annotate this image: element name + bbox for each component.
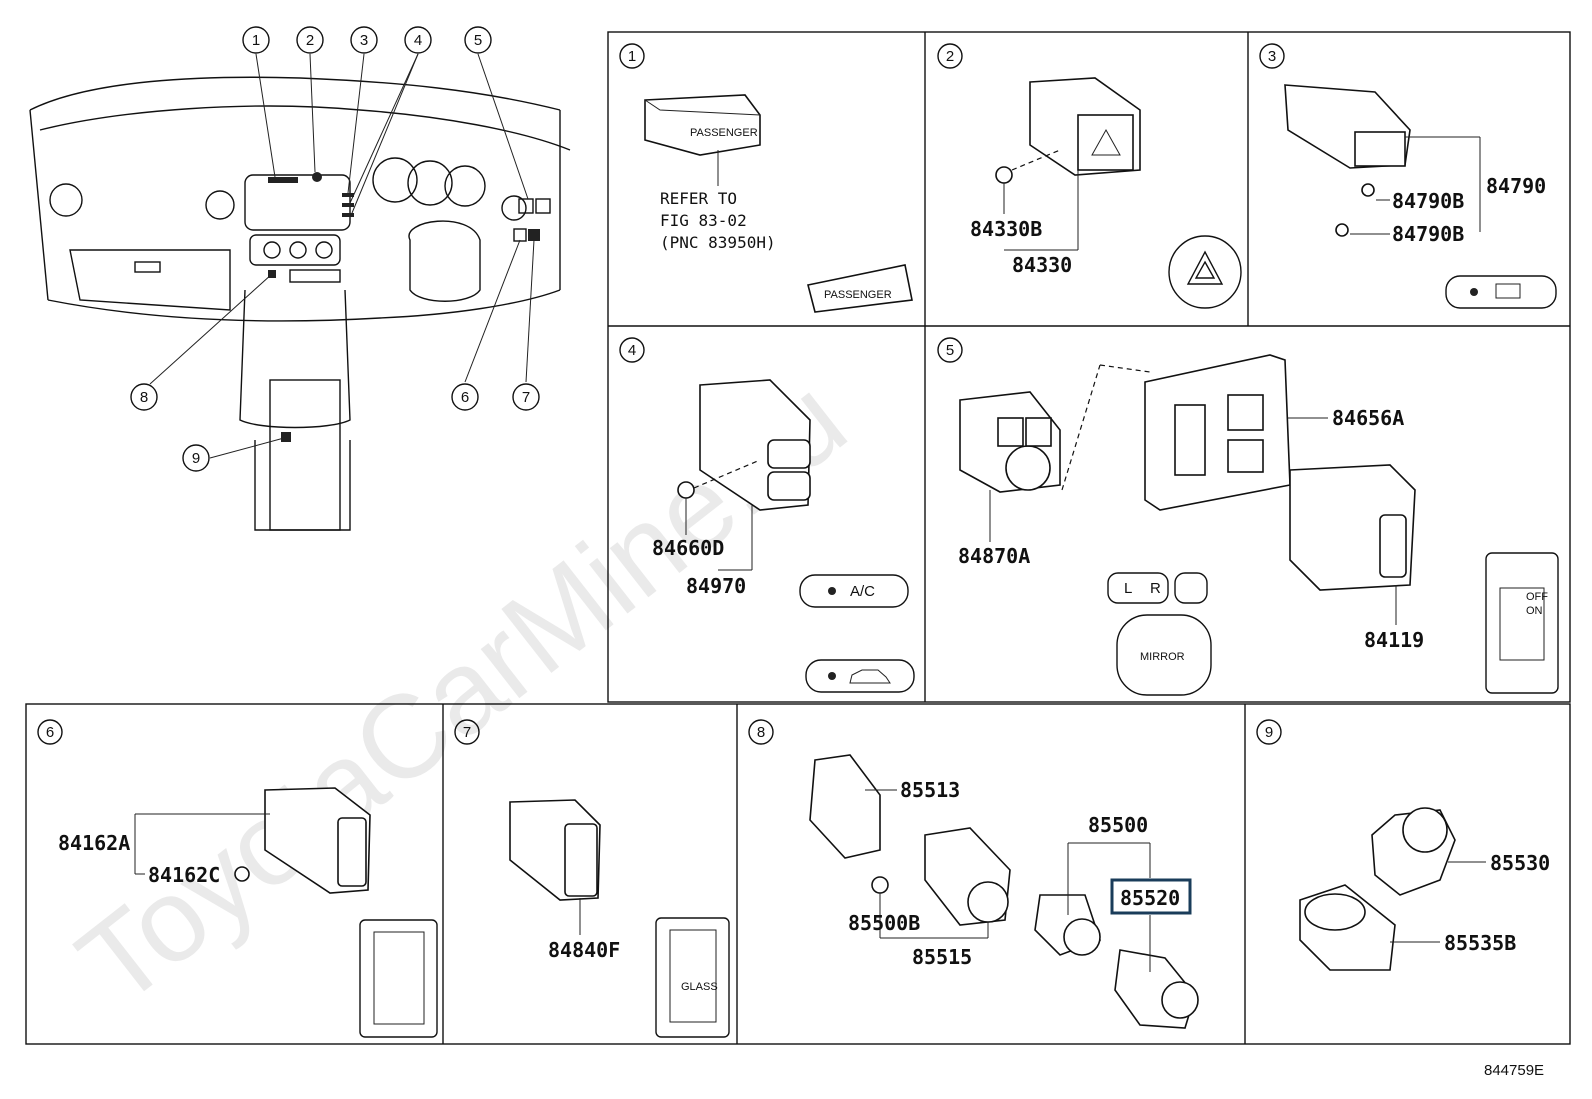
- note-line-2: FIG 83-02: [660, 211, 747, 230]
- svg-text:8: 8: [757, 724, 765, 741]
- figure-id: 844759E: [1484, 1062, 1544, 1079]
- clip-84790B-upper: [1361, 183, 1375, 197]
- pn-84330: 84330: [1012, 253, 1072, 277]
- pn-84162C: 84162C: [148, 863, 220, 887]
- pn-84790B-2: 84790B: [1392, 222, 1464, 246]
- svg-text:MIRROR: MIRROR: [1140, 651, 1185, 663]
- callout-3: 3: [350, 26, 378, 54]
- dashboard-overview: [29, 53, 571, 531]
- part-label-passenger: PASSENGER: [690, 127, 758, 139]
- pn-84870A: 84870A: [958, 544, 1030, 568]
- svg-text:9: 9: [1265, 724, 1273, 741]
- callout-7: 7: [512, 383, 540, 411]
- svg-text:GLASS: GLASS: [681, 981, 718, 993]
- panel-9: 9 85530 85535B: [1256, 719, 1550, 971]
- pn-84330B: 84330B: [970, 217, 1042, 241]
- panel-3: 3 84790B 84790B 84790: [1259, 43, 1557, 309]
- panel-6: 6 84162A 84162C: [37, 719, 438, 1038]
- pn-85500: 85500: [1088, 813, 1148, 837]
- legend-dimmer: [1485, 552, 1559, 694]
- pn-84840F: 84840F: [548, 938, 620, 962]
- panel-8: 8 85513 85500B 85515 85500 85520: [748, 719, 1199, 1029]
- pn-84790: 84790: [1486, 174, 1546, 198]
- note-line-1: REFER TO: [660, 189, 737, 208]
- legend-hazard: [1168, 235, 1242, 309]
- legend-recirc: [805, 659, 915, 693]
- panel-2: 2 84330B 84330: [937, 43, 1242, 309]
- pn-85535B: 85535B: [1444, 931, 1516, 955]
- clip-84790B-lower: [1335, 223, 1349, 237]
- pn-84790B-1: 84790B: [1392, 189, 1464, 213]
- svg-text:OFF: OFF: [1526, 591, 1548, 603]
- pn-84970: 84970: [686, 574, 746, 598]
- overview-callouts: 1 2 3 4 5 6 7 8 9: [130, 26, 540, 472]
- svg-text:3: 3: [1268, 48, 1276, 65]
- svg-text:7: 7: [463, 724, 471, 741]
- callout-4: 4: [404, 26, 432, 54]
- clip-84162C: [234, 866, 250, 882]
- panel-grid: [25, 31, 1571, 1045]
- svg-text:1: 1: [252, 32, 260, 49]
- legend-glass: [655, 917, 730, 1038]
- pn-84162A: 84162A: [58, 831, 130, 855]
- svg-text:6: 6: [461, 389, 469, 406]
- bracket-85513: [809, 754, 881, 859]
- svg-text:4: 4: [414, 32, 422, 49]
- clip-84660D: [677, 481, 695, 499]
- pn-85520: 85520: [1120, 886, 1180, 910]
- callout-5: 5: [464, 26, 492, 54]
- panel-7: 7 84840F GLASS: [454, 719, 730, 1038]
- legend-fold: [1174, 572, 1208, 604]
- panel-4: 4 84660D 84970 A/C: [619, 337, 915, 693]
- callout-6: 6: [451, 383, 479, 411]
- legend-mirror: [1116, 614, 1212, 696]
- svg-text:2: 2: [306, 32, 314, 49]
- callout-8: 8: [130, 383, 158, 411]
- callout-9: 9: [182, 444, 210, 472]
- callout-1: 1: [242, 26, 270, 54]
- pn-85515: 85515: [912, 945, 972, 969]
- pn-84656A: 84656A: [1332, 406, 1404, 430]
- screw-85500B: [871, 876, 889, 894]
- svg-text:2: 2: [946, 48, 954, 65]
- legend-ac: [799, 574, 909, 608]
- svg-text:9: 9: [192, 450, 200, 467]
- svg-text:R: R: [1150, 580, 1161, 597]
- svg-text:PASSENGER: PASSENGER: [824, 289, 892, 301]
- pn-84660D: 84660D: [652, 536, 724, 560]
- highlight-box-85520: [1110, 878, 1192, 915]
- svg-text:1: 1: [628, 48, 636, 65]
- bezel-84656A: [1144, 354, 1291, 511]
- svg-text:A/C: A/C: [850, 583, 875, 600]
- panel-5: 5 84870A 84656A 84119 L R MIRROR OFF ON: [937, 337, 1559, 696]
- clip-84330B: [995, 166, 1013, 184]
- legend-passenger: [807, 264, 913, 313]
- panel-1: 1 PASSENGER REFER TO FIG 83-02 (PNC 8395…: [619, 43, 913, 313]
- legend-defogger: [1445, 275, 1557, 309]
- pn-84119: 84119: [1364, 628, 1424, 652]
- svg-text:5: 5: [946, 342, 954, 359]
- svg-text:3: 3: [360, 32, 368, 49]
- svg-text:L: L: [1124, 580, 1132, 597]
- svg-text:7: 7: [522, 389, 530, 406]
- svg-text:6: 6: [46, 724, 54, 741]
- passenger-indicator-part: [644, 94, 761, 156]
- svg-text:ON: ON: [1526, 605, 1543, 617]
- legend-lr: [1107, 572, 1169, 604]
- note-line-3: (PNC 83950H): [660, 233, 776, 252]
- svg-text:8: 8: [140, 389, 148, 406]
- svg-text:5: 5: [474, 32, 482, 49]
- callout-2: 2: [296, 26, 324, 54]
- svg-text:4: 4: [628, 342, 636, 359]
- pn-85500B: 85500B: [848, 911, 920, 935]
- pn-85513: 85513: [900, 778, 960, 802]
- legend-fog: [359, 919, 438, 1038]
- pn-85530: 85530: [1490, 851, 1550, 875]
